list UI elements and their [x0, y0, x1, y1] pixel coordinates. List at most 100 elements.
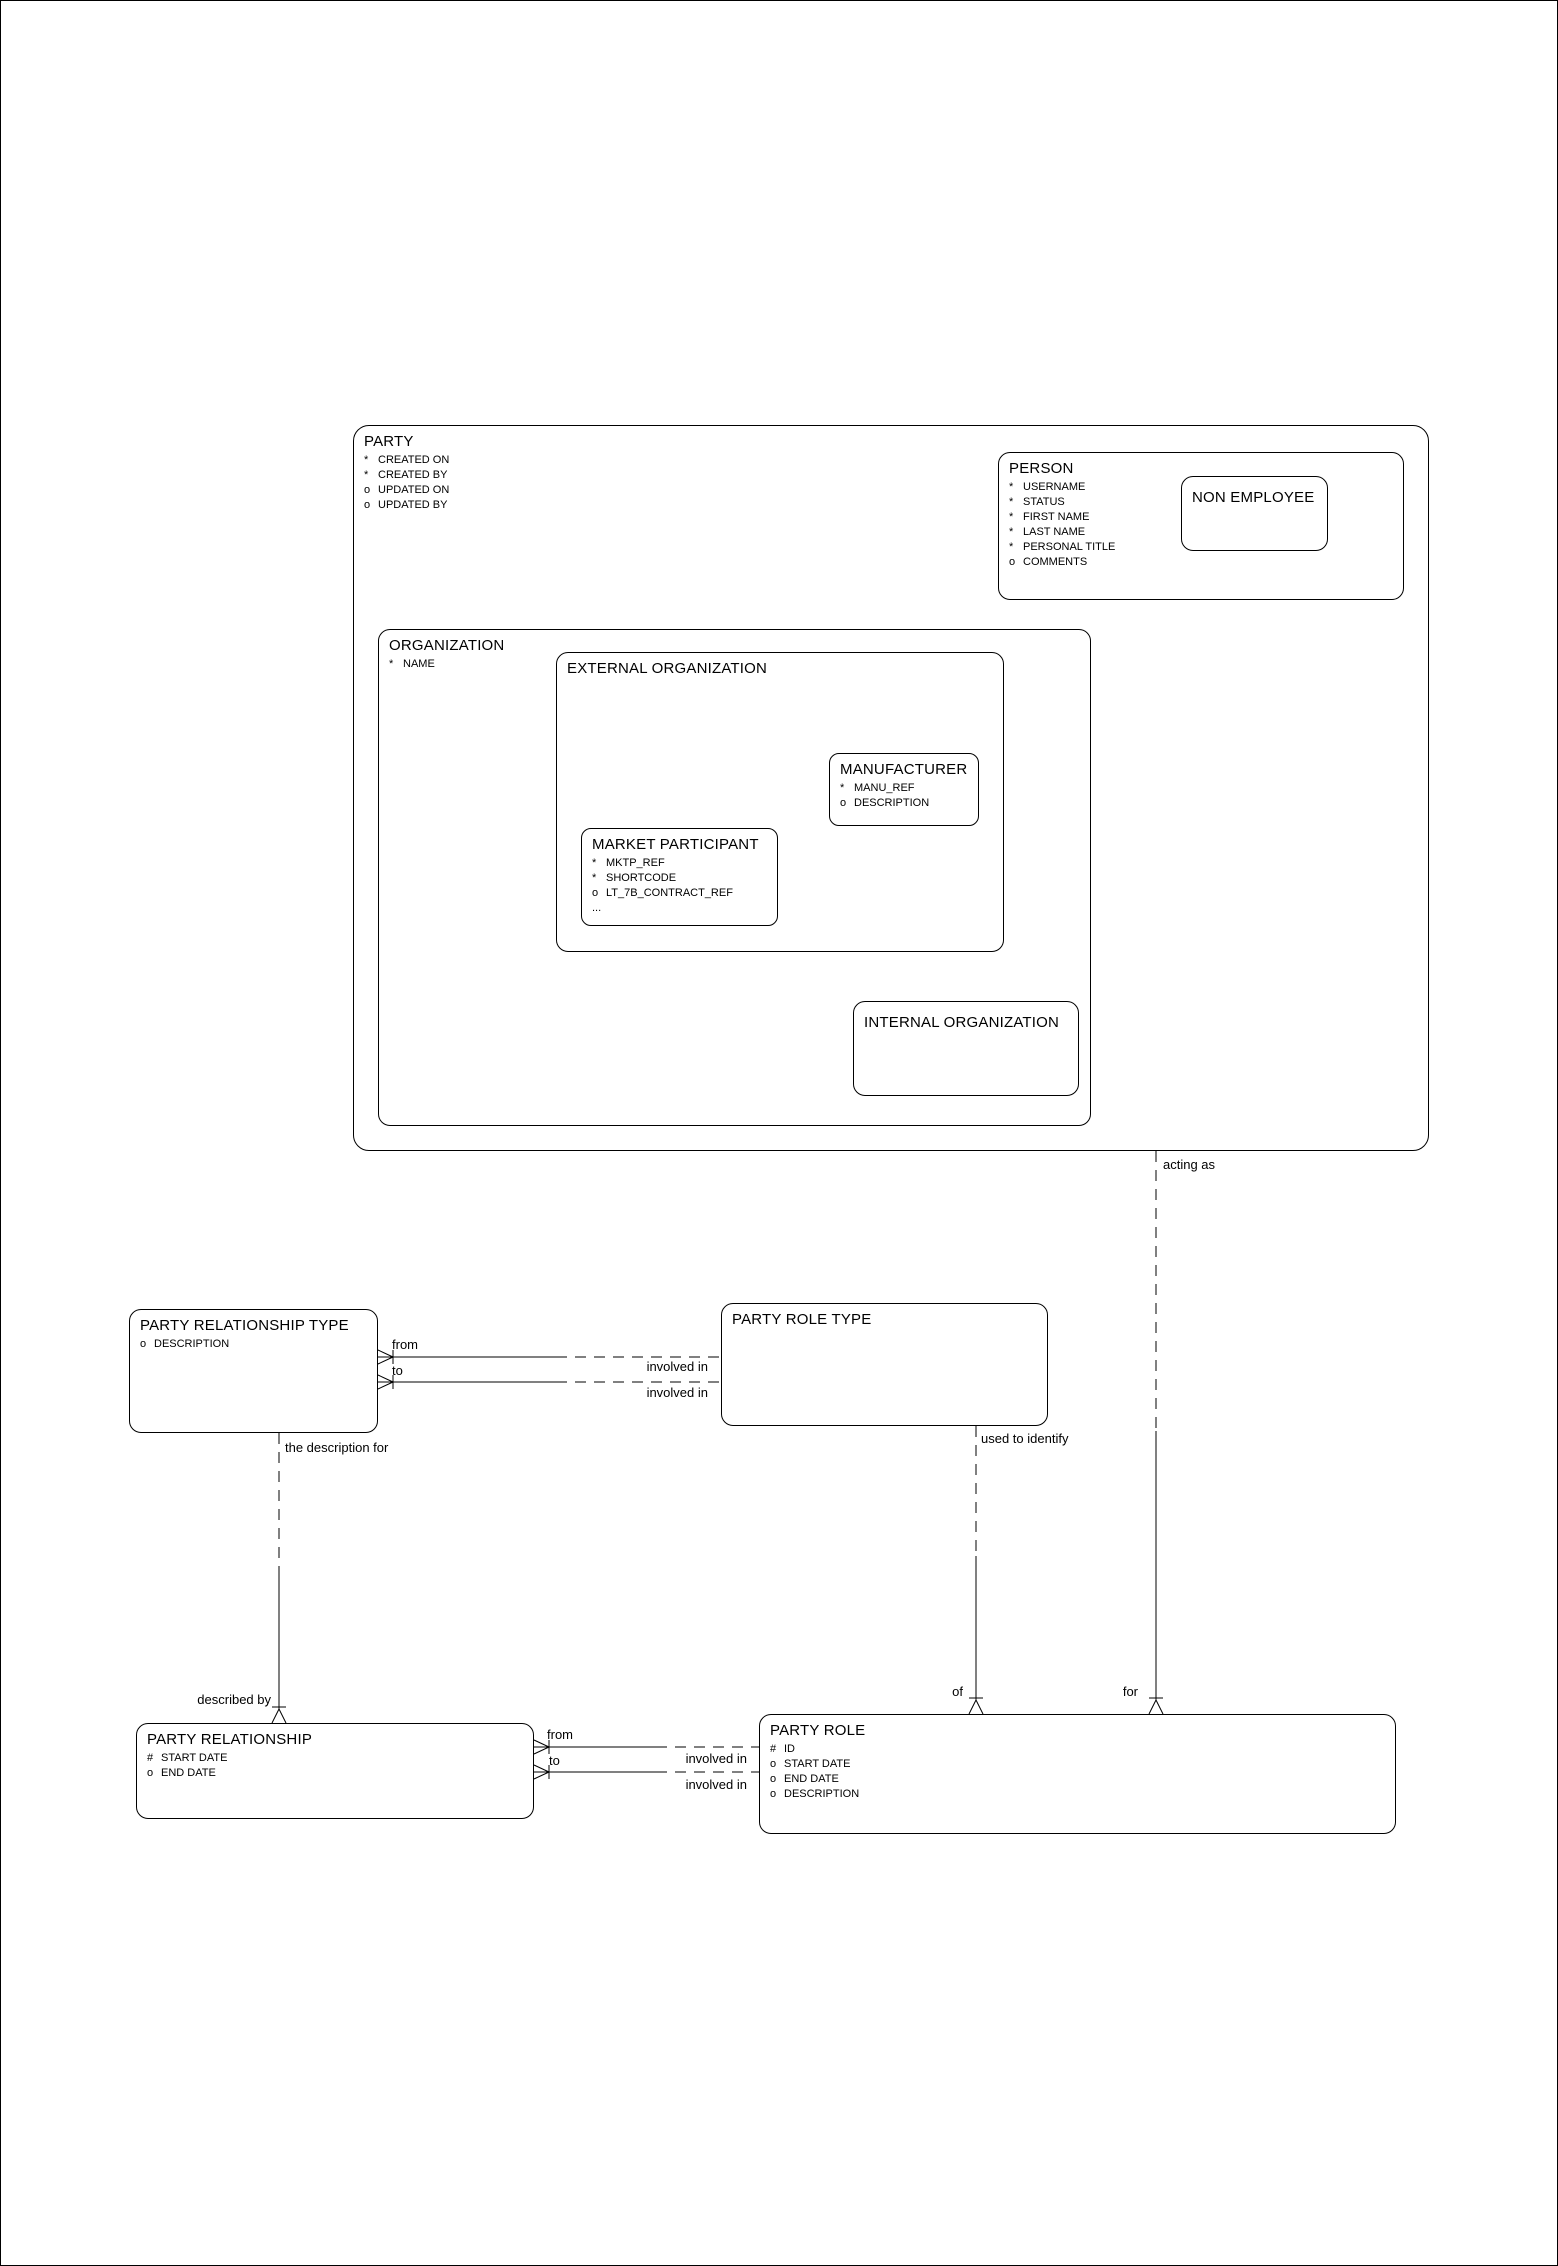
attr-name: END DATE [784, 1773, 839, 1785]
attribute-row: * FIRST NAME [1009, 510, 1403, 525]
attr-prefix: # [770, 1743, 777, 1755]
crowsfoot-rel-from [533, 1739, 550, 1755]
attribute-row: * PERSONAL TITLE [1009, 540, 1403, 555]
attribute-row: *USERNAME [1009, 480, 1403, 495]
crowsfoot-type-from [377, 1349, 394, 1365]
rel-label-rel-from: from [547, 1727, 573, 1742]
attr-name: CREATED BY [378, 469, 448, 481]
attr-prefix: # [147, 1752, 154, 1764]
entity-non-employee: NON EMPLOYEE [1181, 476, 1328, 551]
attr-name: START DATE [784, 1758, 851, 1770]
entity-party-role-type: PARTY ROLE TYPE [721, 1303, 1048, 1426]
attribute-row: * CREATED ON [364, 453, 1428, 468]
rel-label-acting-as: acting as [1163, 1157, 1216, 1172]
attr-name: LT_7B_CONTRACT_REF [606, 887, 733, 899]
attr-prefix: * [364, 454, 369, 466]
attribute-row: *NAME [389, 657, 1090, 672]
attr-name: COMMENTS [1023, 556, 1088, 568]
attr-prefix: o [770, 1773, 777, 1785]
entity-internal-organization-title: INTERNAL ORGANIZATION [864, 1014, 1060, 1031]
attr-prefix: * [1009, 511, 1014, 523]
attr-prefix: o [147, 1767, 154, 1779]
entity-organization: ORGANIZATION *NAME [378, 629, 1091, 1126]
attr-prefix: * [592, 857, 597, 869]
attribute-row: o END DATE [147, 1766, 533, 1781]
entity-organization-title: ORGANIZATION [389, 637, 505, 654]
rel-label-described-by: described by [197, 1692, 271, 1707]
rel-label-type-to: to [392, 1363, 403, 1378]
entity-manufacturer-title: MANUFACTURER [840, 761, 968, 778]
attr-prefix: o [364, 484, 371, 496]
rel-label-rel-involved-in-1: involved in [685, 1751, 747, 1766]
attribute-row: *MANU_REF [840, 781, 978, 796]
entity-party-relationship-type-attrs: o DESCRIPTION [130, 1335, 377, 1352]
attr-name: NAME [403, 658, 435, 670]
attr-name: MKTP_REF [606, 857, 665, 869]
crowsfoot-described-by [271, 1706, 287, 1724]
attr-name: START DATE [161, 1752, 228, 1764]
entity-external-organization-title: EXTERNAL ORGANIZATION [567, 660, 768, 677]
attr-prefix: ... [592, 902, 602, 914]
attr-prefix: * [1009, 541, 1014, 553]
attr-prefix: o [1009, 556, 1016, 568]
attr-name: ID [784, 1743, 795, 1755]
rel-label-rel-involved-in-2: involved in [685, 1777, 747, 1792]
attr-name: CREATED ON [378, 454, 450, 466]
attr-prefix: * [364, 469, 369, 481]
entity-person-attrs: *USERNAME *STATUS * FIRST NAME * LAST NAME… [999, 478, 1403, 570]
attribute-row: ... [592, 901, 777, 916]
attr-name: PERSONAL TITLE [1023, 541, 1116, 553]
attribute-row: o LT_7B_CONTRACT_REF [592, 886, 777, 901]
rel-label-of: of [952, 1684, 963, 1699]
crowsfoot-rel-to [533, 1764, 550, 1780]
entity-party-relationship: PARTY RELATIONSHIP # START DATE o END DATE [136, 1723, 534, 1819]
attribute-row: *STATUS [1009, 495, 1403, 510]
rel-label-type-involved-in-1: involved in [646, 1359, 708, 1374]
attr-prefix: o [770, 1788, 777, 1800]
rel-label-type-from: from [392, 1337, 418, 1352]
entity-party-title: PARTY [364, 433, 414, 450]
attr-prefix: * [1009, 526, 1014, 538]
attr-prefix: o [592, 887, 599, 899]
entity-internal-organization: INTERNAL ORGANIZATION [853, 1001, 1079, 1096]
entity-external-organization: EXTERNAL ORGANIZATION [556, 652, 1004, 952]
attr-prefix: o [140, 1338, 147, 1350]
entity-person: PERSON *USERNAME *STATUS *FIRST NAME *LA… [998, 452, 1404, 600]
attr-prefix: * [840, 782, 845, 794]
crowsfoot-type-to [377, 1374, 394, 1390]
attribute-row: * CREATED BY [364, 468, 1428, 483]
attribute-row: # START DATE [147, 1751, 533, 1766]
attribute-row: * MKTP_REF [592, 856, 777, 871]
crowsfoot-of [968, 1697, 984, 1715]
attribute-row: o DESCRIPTION [140, 1337, 377, 1352]
attribute-row: o END DATE [770, 1772, 1395, 1787]
rel-label-for: for [1122, 1684, 1138, 1699]
attribute-row: # ID [770, 1742, 1395, 1757]
entity-party-role-title: PARTY ROLE [770, 1722, 866, 1739]
attr-name: END DATE [161, 1767, 216, 1779]
rel-label-the-description-for: the description for [285, 1440, 389, 1455]
attr-name: DESCRIPTION [154, 1338, 230, 1350]
attr-name: DESCRIPTION [854, 797, 930, 809]
attr-name: LAST NAME [1023, 526, 1086, 538]
attr-prefix: o [364, 499, 371, 511]
attr-name: FIRST NAME [1023, 511, 1090, 523]
rel-label-rel-to: to [549, 1753, 560, 1768]
attr-prefix: * [1009, 481, 1014, 493]
attr-prefix: * [592, 872, 597, 884]
entity-market-participant-title: MARKET PARTICIPANT [592, 836, 759, 853]
entity-party-relationship-title: PARTY RELATIONSHIP [147, 1731, 313, 1748]
